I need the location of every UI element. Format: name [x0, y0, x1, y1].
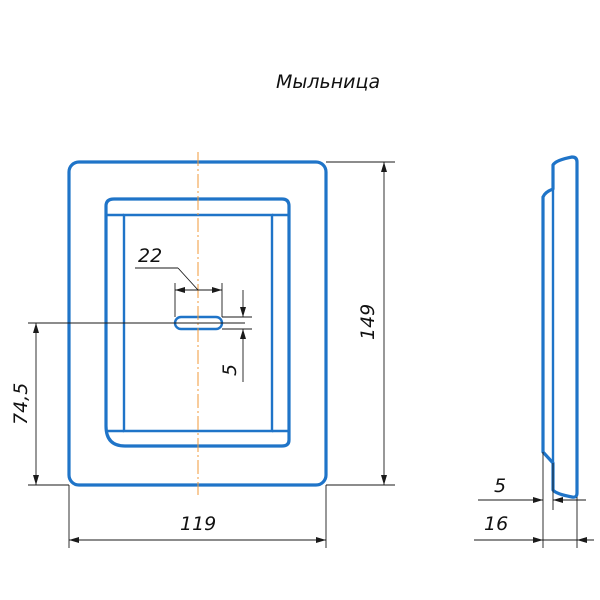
side-view	[541, 155, 579, 499]
dimension-slot-offset: 5	[219, 290, 252, 382]
slot-offset-value: 5	[219, 364, 241, 376]
total-depth-value: 16	[484, 513, 508, 535]
dimension-center-height: 74,5	[10, 322, 245, 486]
dimension-inner-depth: 5	[478, 452, 586, 510]
dimension-width: 119	[68, 485, 327, 548]
center-height-value: 74,5	[10, 383, 32, 425]
width-value: 119	[180, 513, 216, 535]
height-value: 149	[357, 304, 379, 340]
inner-frame	[104, 197, 291, 448]
drawing-title: Мыльница	[276, 71, 380, 93]
side-profile	[541, 155, 579, 499]
slot-length-value: 22	[138, 245, 162, 267]
front-view	[67, 152, 328, 495]
dimension-total-depth: 16	[474, 497, 594, 548]
dimension-height: 149	[326, 161, 395, 486]
inner-depth-value: 5	[494, 475, 506, 497]
dimension-slot-length: 22	[135, 245, 223, 317]
